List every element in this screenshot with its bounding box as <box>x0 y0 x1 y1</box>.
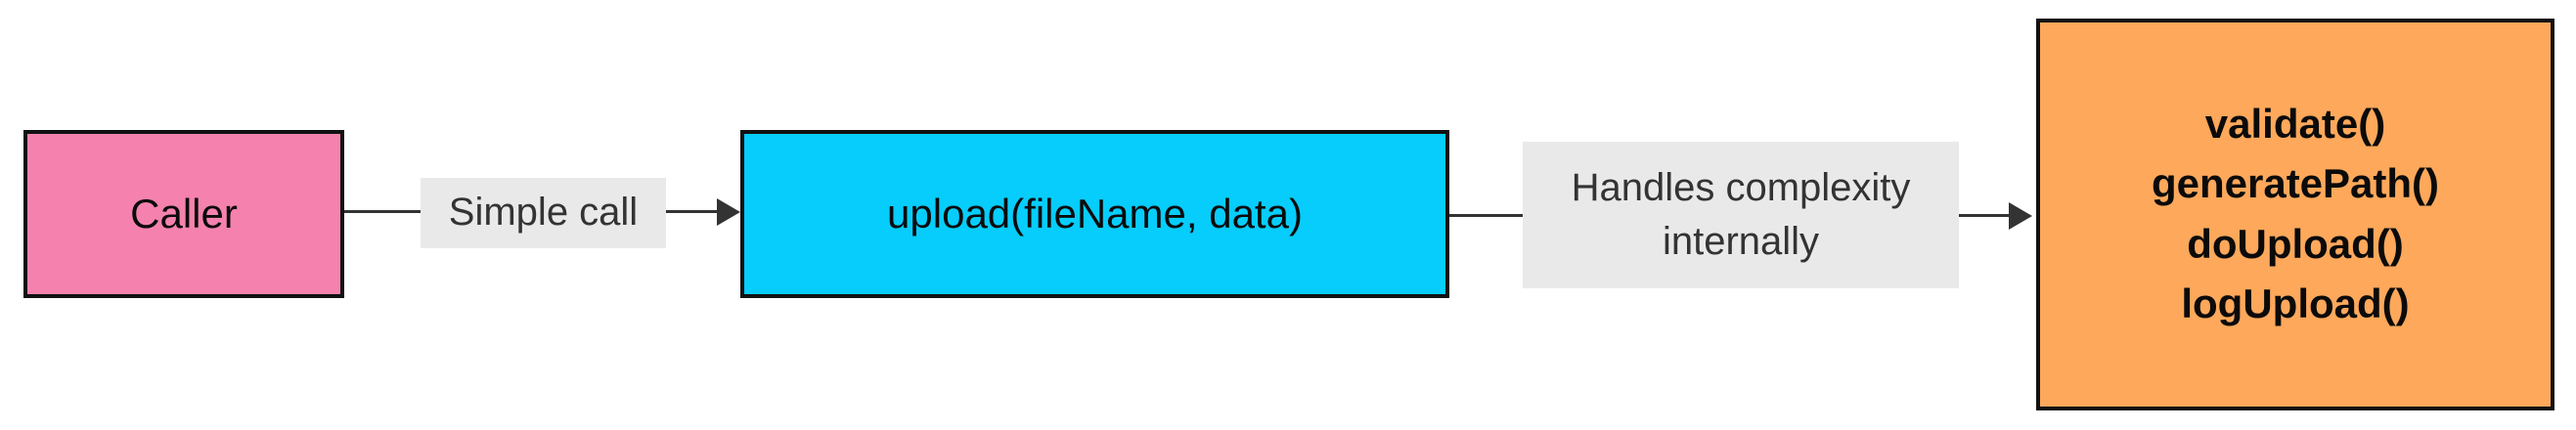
node-caller[interactable]: Caller <box>23 130 344 298</box>
edge-upload-internals-arrowhead-icon <box>2009 202 2032 230</box>
edge-caller-upload-label: Simple call <box>421 178 666 248</box>
node-internal-method-do-upload: doUpload() <box>2187 220 2404 267</box>
node-internal-method-generate-path: generatePath() <box>2151 160 2440 207</box>
node-upload[interactable]: upload(fileName, data) <box>740 130 1449 298</box>
node-internal-methods[interactable]: validate() generatePath() doUpload() log… <box>2036 19 2554 410</box>
node-internal-method-validate: validate() <box>2204 100 2386 147</box>
edge-upload-internals-label: Handles complexity internally <box>1523 142 1959 288</box>
node-internal-method-log-upload: logUpload() <box>2181 280 2410 326</box>
edge-upload-internals-label-line1: Handles complexity <box>1571 165 1911 209</box>
node-caller-label: Caller <box>130 191 238 237</box>
edge-upload-internals-label-line2: internally <box>1662 220 1820 263</box>
edge-caller-upload-arrowhead-icon <box>717 198 740 226</box>
node-upload-label: upload(fileName, data) <box>887 191 1303 237</box>
